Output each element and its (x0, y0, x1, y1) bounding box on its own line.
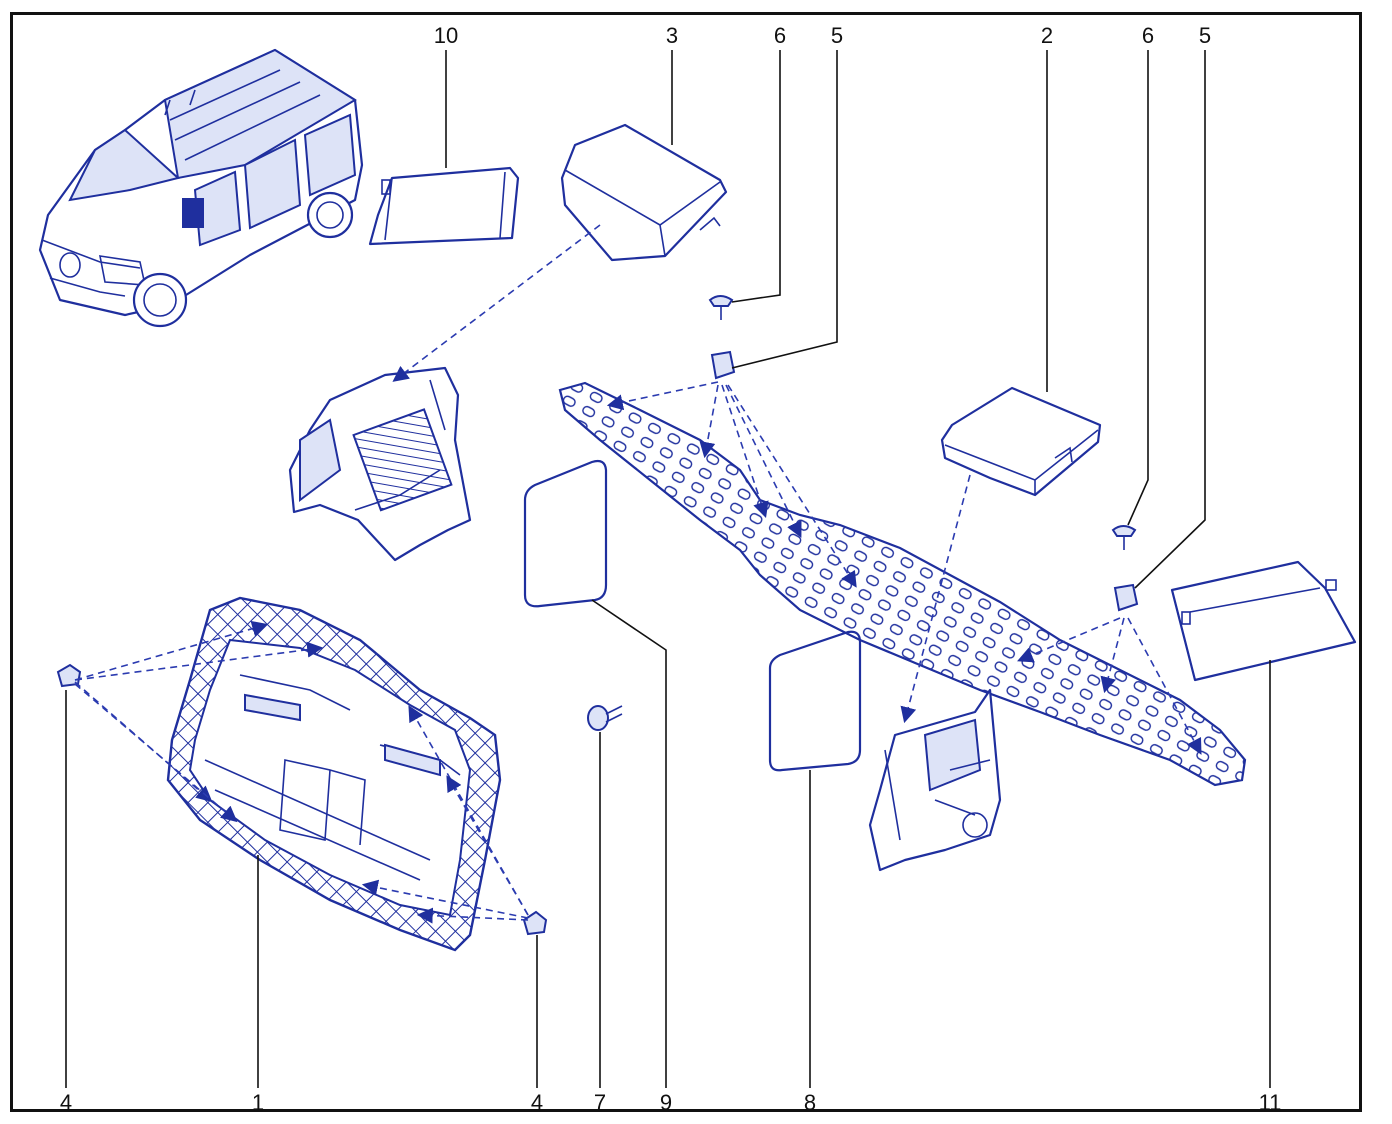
van-illustration (38, 48, 364, 328)
diagram-frame (10, 12, 1362, 1112)
callout-4-bottom-left: 4 (59, 1090, 73, 1115)
part-3-cover (560, 123, 728, 262)
assembly-arrows (74, 224, 1202, 924)
part-9-gasket (523, 459, 608, 608)
clip-part-7 (587, 705, 623, 731)
callout-7-bottom: 7 (593, 1090, 607, 1115)
upper-quarter-trim (288, 366, 472, 562)
part-1-large-panel (166, 596, 502, 952)
callout-9-bottom: 9 (659, 1090, 673, 1115)
clip-part-6-upper (708, 295, 734, 320)
part-10-panel (368, 166, 520, 246)
callout-5-top-right: 5 (1198, 23, 1212, 48)
callout-3-top: 3 (665, 23, 679, 48)
callout-8-bottom: 8 (803, 1090, 817, 1115)
callout-2-top: 2 (1040, 23, 1054, 48)
callout-11-bottom: 11 (1258, 1090, 1282, 1115)
part-8-gasket (768, 630, 862, 772)
callout-6-top-left: 6 (773, 23, 787, 48)
clip-part-4-left (56, 663, 82, 688)
callout-5-top-left: 5 (830, 23, 844, 48)
clip-part-6-lower (1111, 525, 1137, 550)
leader-lines (65, 50, 1271, 1088)
clip-part-5-upper (710, 350, 736, 380)
callout-10-top: 10 (433, 23, 459, 48)
callout-1-bottom: 1 (251, 1090, 265, 1115)
part-11-tray (1170, 560, 1357, 682)
lower-quarter-trim (868, 688, 1002, 872)
callout-6-top-right: 6 (1141, 23, 1155, 48)
callout-4-bottom-right: 4 (530, 1090, 544, 1115)
clip-part-4-right (522, 910, 548, 936)
floor-strip (558, 381, 1247, 787)
clip-part-5-lower (1113, 583, 1139, 612)
part-2-cover (940, 386, 1102, 497)
